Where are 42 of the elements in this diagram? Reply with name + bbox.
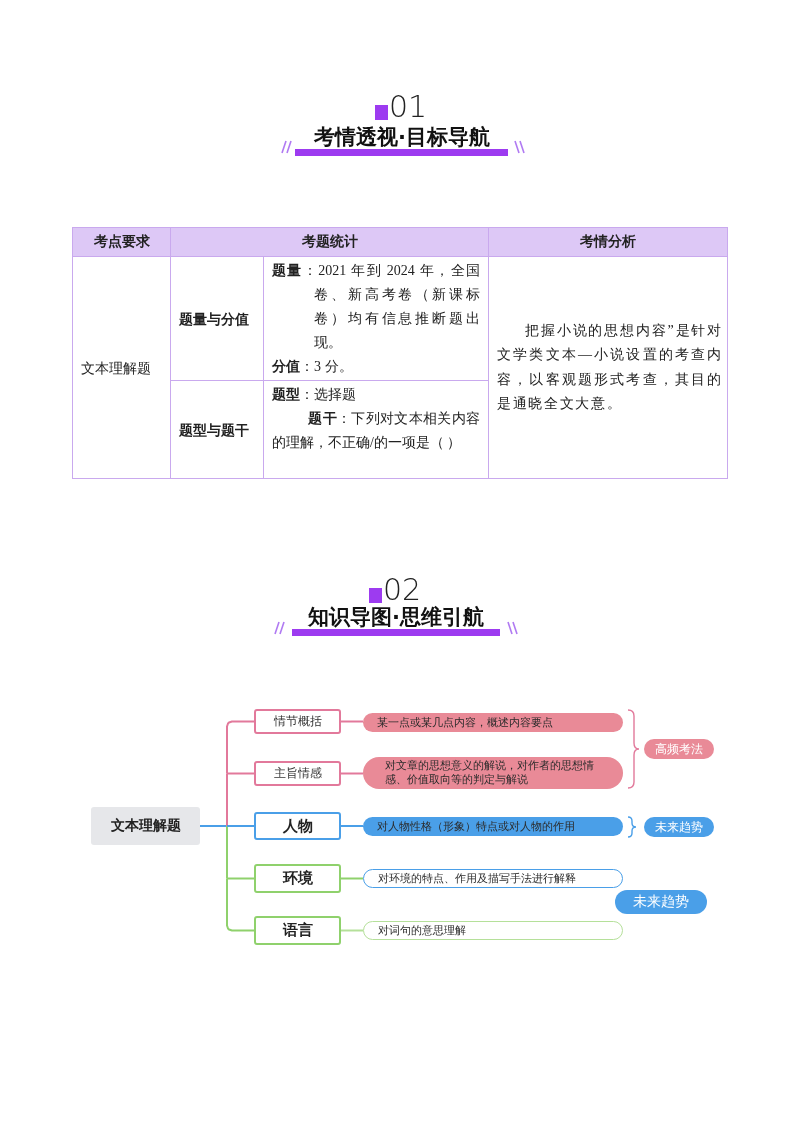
- connector-line: [226, 720, 255, 775]
- connector-line: [226, 772, 255, 775]
- column-header: 考点要求: [72, 227, 171, 257]
- detail-pill: 对词句的意思理解: [363, 921, 623, 940]
- detail-pill: 对环境的特点、作用及描写手法进行解释: [363, 869, 623, 888]
- cell-text: 题型：选择题: [272, 386, 357, 404]
- row-header-text: 文本理解题: [81, 358, 152, 378]
- cell-text: 题干：下列对文本相关内容的理解，不正确/的一项是（ ）: [272, 410, 480, 452]
- branch-topic-box: 语言: [254, 916, 341, 945]
- connector-line: [340, 720, 364, 723]
- column-header: 考题统计: [170, 227, 489, 257]
- tag-pill: 未来趋势: [644, 817, 714, 837]
- branch-topic-box: 主旨情感: [254, 761, 341, 786]
- cell-text: 分值：3 分。: [272, 358, 354, 376]
- branch-topic-box: 情节概括: [254, 709, 341, 734]
- connector-line: [199, 825, 228, 827]
- connector-line: [226, 877, 255, 880]
- detail-pill: 某一点或某几点内容，概述内容要点: [363, 713, 623, 732]
- tag-pill: 高频考法: [644, 739, 714, 759]
- branch-topic-box: 人物: [254, 812, 341, 840]
- tag-pill: 未来趋势: [615, 890, 707, 914]
- root-topic-box: 文本理解题: [91, 807, 200, 845]
- connector-line: [340, 825, 364, 827]
- connector-line: [340, 877, 364, 880]
- detail-pill: 对文章的思想意义的解说，对作者的思想情感、价值取向等的判定与解说: [363, 757, 623, 789]
- branch-topic-box: 环境: [254, 864, 341, 893]
- category-text: 题型与题干: [179, 420, 250, 440]
- column-header: 考情分析: [488, 227, 728, 257]
- section-number: 01: [389, 93, 428, 121]
- detail-pill: 对人物性格（形象）特点或对人物的作用: [363, 817, 623, 836]
- connector-line: [340, 772, 364, 775]
- connector-line: [226, 825, 255, 827]
- analysis-text: 把握小说的思想内容”是针对文学类文本—小说设置的考查内容，以客观题形式考查，其目的是通晓全文大意。: [497, 321, 723, 413]
- section-title: 考情透视·目标导航: [314, 126, 490, 148]
- connector-line: [340, 929, 364, 932]
- cell-text: 题量：2021 年到 2024 年，全国卷、新高考卷（新课标卷）均有信息推断题出现。: [272, 262, 480, 352]
- section-number: 02: [383, 576, 422, 604]
- connector-line: [226, 772, 228, 827]
- section-title: 知识导图·思维引航: [308, 606, 484, 628]
- category-text: 题量与分值: [179, 309, 250, 329]
- connector-line: [226, 877, 255, 932]
- connector-line: [226, 825, 228, 880]
